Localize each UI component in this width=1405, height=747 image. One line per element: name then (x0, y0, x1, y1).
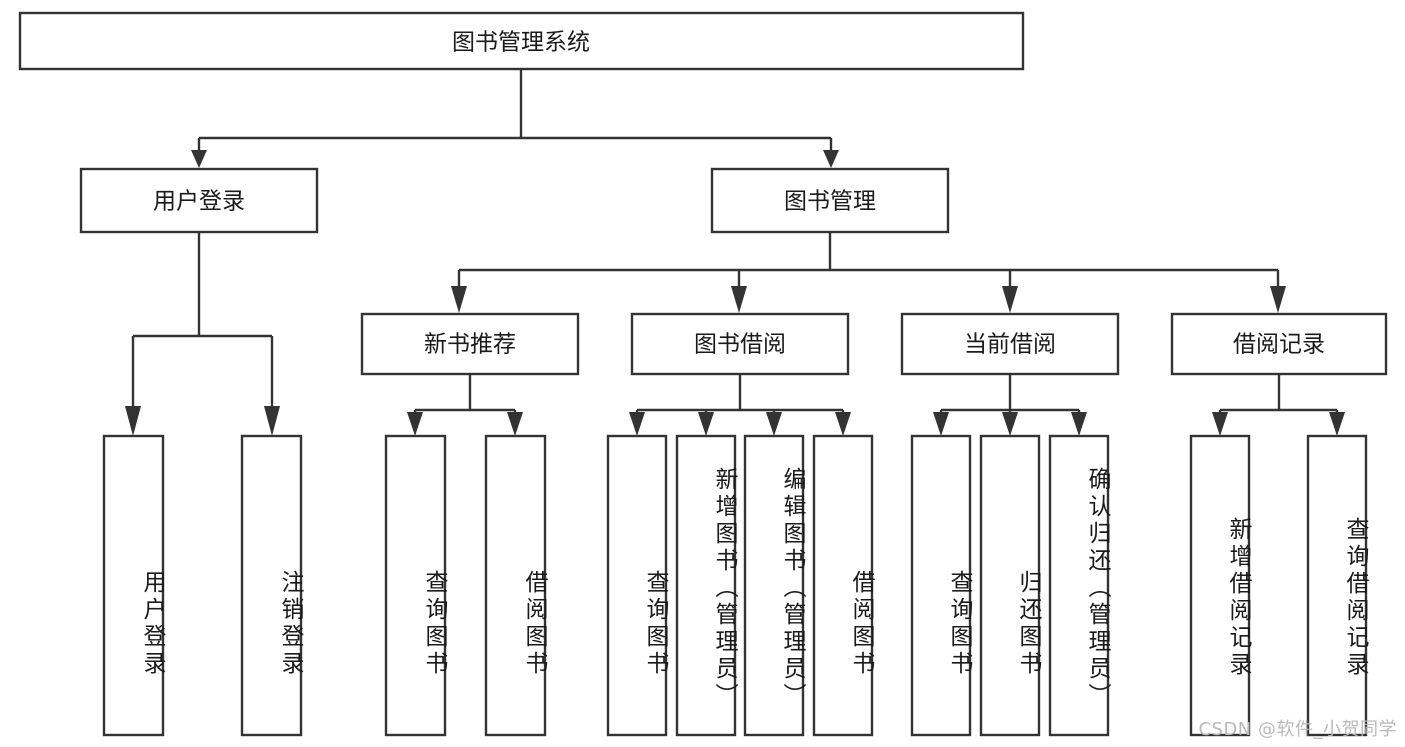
arrow-to-leaf-query-book-1-icon (407, 412, 423, 436)
leaf-box-query-book-3[interactable] (910, 434, 972, 737)
arrow-to-current-borrow-icon (1002, 286, 1018, 313)
node-borrow-record-label: 借阅记录 (1233, 332, 1325, 358)
arrow-to-borrow-record-icon (1270, 286, 1286, 313)
leaf-label-query-book-2: 查询图书 (642, 569, 668, 678)
leaf-label-borrow-book-1: 借阅图书 (521, 569, 547, 678)
leaf-label-user-logout: 注销登录 (277, 569, 303, 678)
arrow-to-leaf-user-logout-icon (264, 406, 280, 436)
arrow-to-leaf-add-record-icon (1212, 412, 1228, 436)
node-borrow-record[interactable]: 借阅记录 (1170, 312, 1388, 376)
leaf-label-return-book: 归还图书 (1015, 569, 1041, 678)
node-book-borrow-label: 图书借阅 (694, 332, 786, 358)
leaf-label-edit-book: 编辑图书（管理员） (779, 466, 805, 710)
node-book-borrow[interactable]: 图书借阅 (630, 312, 850, 376)
node-root-label: 图书管理系统 (452, 30, 590, 56)
arrow-to-leaf-edit-book-icon (766, 412, 782, 436)
node-new-book-recommend[interactable]: 新书推荐 (360, 312, 580, 376)
node-new-book-recommend-label: 新书推荐 (424, 332, 516, 358)
leaf-box-user-logout[interactable] (240, 434, 303, 737)
node-user-login[interactable]: 用户登录 (79, 167, 319, 234)
arrow-to-leaf-add-book-icon (698, 412, 714, 436)
arrow-root-to-book-management-icon (823, 150, 839, 168)
leaf-box-user-login[interactable] (102, 434, 165, 737)
node-root[interactable]: 图书管理系统 (18, 11, 1025, 71)
leaf-label-borrow-book-2: 借阅图书 (848, 569, 874, 678)
leaf-box-add-record[interactable] (1189, 434, 1251, 737)
leaf-label-confirm-return: 确认归还（管理员） (1084, 466, 1110, 710)
node-current-borrow-label: 当前借阅 (964, 332, 1056, 358)
arrow-to-book-borrow-icon (731, 286, 747, 313)
leaf-label-query-record: 查询借阅记录 (1342, 516, 1368, 679)
arrow-to-leaf-query-book-3-icon (933, 412, 949, 436)
arrow-to-leaf-query-book-2-icon (629, 412, 645, 436)
leaf-box-add-book[interactable] (675, 434, 737, 737)
arrow-to-leaf-query-record-icon (1329, 412, 1345, 436)
arrow-to-leaf-borrow-book-2-icon (835, 412, 851, 436)
leaf-box-query-book-1[interactable] (384, 434, 447, 737)
arrow-to-leaf-return-book-icon (1002, 412, 1018, 436)
node-user-login-label: 用户登录 (153, 189, 245, 215)
leaf-box-borrow-book-2[interactable] (812, 434, 874, 737)
node-book-borrow-box[interactable] (630, 312, 850, 376)
leaf-label-user-login: 用户登录 (139, 569, 165, 678)
arrow-to-leaf-borrow-book-1-icon (507, 412, 523, 436)
leaf-box-edit-book[interactable] (743, 434, 805, 737)
arrow-to-new-book-recommend-icon (451, 286, 467, 313)
arrow-root-to-user-login-icon (191, 150, 207, 168)
leaf-box-query-record[interactable] (1306, 434, 1368, 737)
node-current-borrow[interactable]: 当前借阅 (900, 312, 1120, 376)
leaf-box-borrow-book-1[interactable] (484, 434, 547, 737)
node-book-management-label: 图书管理 (784, 189, 876, 215)
leaf-box-query-book-2[interactable] (606, 434, 668, 737)
node-book-management[interactable]: 图书管理 (710, 167, 950, 234)
node-new-book-recommend-box[interactable] (360, 312, 580, 376)
leaf-label-add-record: 新增借阅记录 (1225, 516, 1251, 679)
arrow-to-leaf-confirm-return-icon (1071, 412, 1087, 436)
leaf-label-add-book: 新增图书（管理员） (711, 466, 737, 710)
leaf-label-query-book-3: 查询图书 (946, 569, 972, 678)
leaf-label-query-book-1: 查询图书 (421, 569, 447, 678)
node-current-borrow-box[interactable] (900, 312, 1120, 376)
arrow-to-leaf-user-login-icon (125, 406, 141, 436)
leaf-box-confirm-return[interactable] (1048, 434, 1110, 737)
node-root-box[interactable] (18, 11, 1025, 71)
leaf-box-return-book[interactable] (979, 434, 1041, 737)
csdn-watermark: CSDN @软件_小贺同学 (1198, 719, 1397, 740)
